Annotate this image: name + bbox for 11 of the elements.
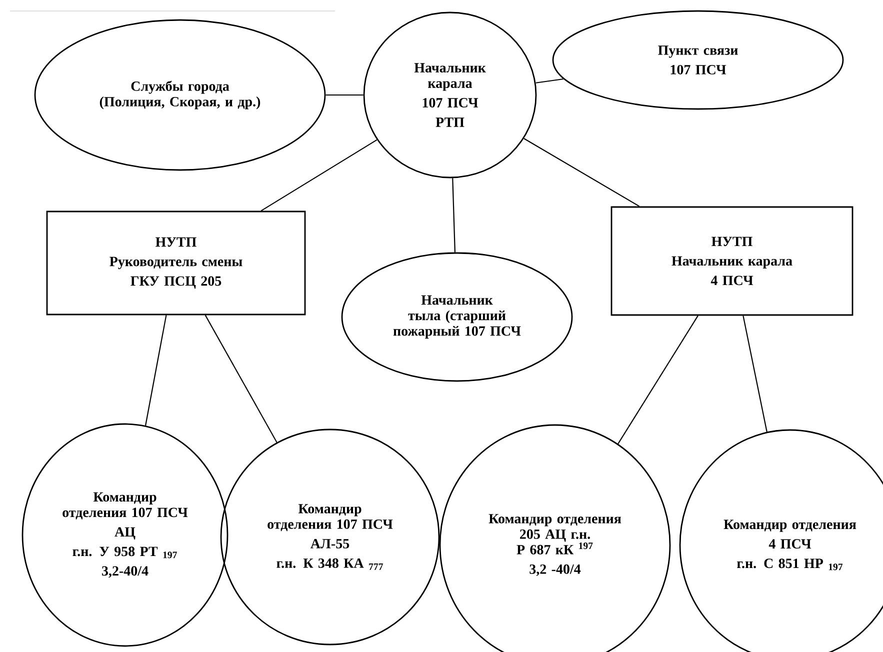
connector-line (452, 178, 456, 252)
connector-line (536, 78, 564, 84)
commander-box: НУТП Начальник карала 4 ПСЧ (610, 206, 854, 316)
connector-line (524, 138, 640, 207)
connector-line (144, 315, 167, 426)
connector-line (742, 316, 768, 432)
connector-line (326, 94, 364, 96)
connector-line (204, 314, 278, 443)
commander-box: НУТП Руководитель смены ГКУ ПСЦ 205 (46, 210, 306, 316)
connector-line (618, 315, 698, 444)
connector-line (260, 139, 378, 212)
